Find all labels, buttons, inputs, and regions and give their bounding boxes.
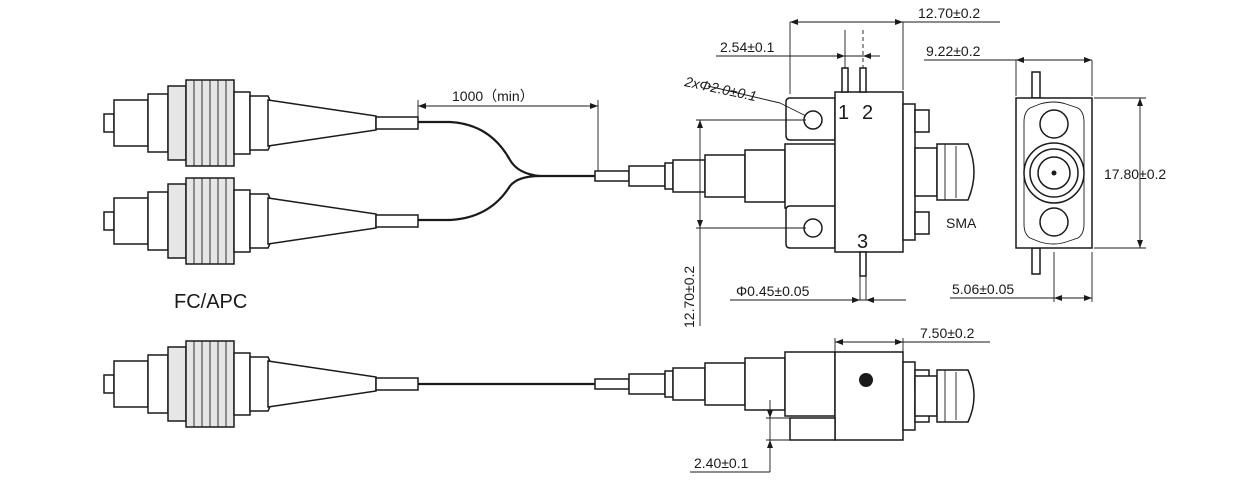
device-body-top: 1 2 3 SMA [785, 67, 977, 277]
body-height-label: 12.70±0.2 [681, 266, 697, 328]
flange-offset-label: 5.06±0.05 [952, 281, 1014, 297]
device-body-side [789, 351, 975, 441]
pin-pitch-label: 2.54±0.1 [720, 39, 775, 55]
port-3-label: 3 [857, 231, 868, 253]
fc-apc-connector-bottom [103, 340, 419, 428]
body-width-label: 12.70±0.2 [918, 5, 980, 21]
flange-dimensions: 9.22±0.2 17.80±0.2 5.06±0.05 [924, 43, 1166, 302]
side-offset-label: 2.40±0.1 [694, 455, 749, 471]
fiber-boot-top [594, 143, 836, 209]
fiber-length-dimension: 1000（min） [417, 88, 599, 172]
pin-diameter-dimension: Φ0.45±0.05 [730, 276, 906, 303]
fiber-length-label: 1000（min） [452, 88, 534, 104]
side-view-dimensions: 7.50±0.2 2.40±0.1 [690, 325, 990, 473]
fc-apc-connector-middle [103, 177, 419, 265]
flange-width-label: 9.22±0.2 [926, 43, 981, 59]
fiber-split [418, 120, 595, 222]
flange-height-label: 17.80±0.2 [1104, 166, 1166, 182]
port-2-label: 2 [862, 102, 873, 124]
flange-end-view [1015, 71, 1093, 275]
mount-holes-label: 2xΦ2.0±0.1 [682, 73, 758, 104]
sma-label: SMA [946, 215, 977, 231]
side-length-label: 7.50±0.2 [920, 325, 975, 341]
body-height-dimension: 12.70±0.2 [681, 119, 806, 328]
side-view-fiber [418, 351, 836, 417]
fc-apc-connector-top [103, 79, 419, 167]
pin-diameter-label: Φ0.45±0.05 [736, 283, 810, 299]
connector-type-label: FC/APC [174, 291, 247, 313]
port-1-label: 1 [838, 102, 849, 124]
